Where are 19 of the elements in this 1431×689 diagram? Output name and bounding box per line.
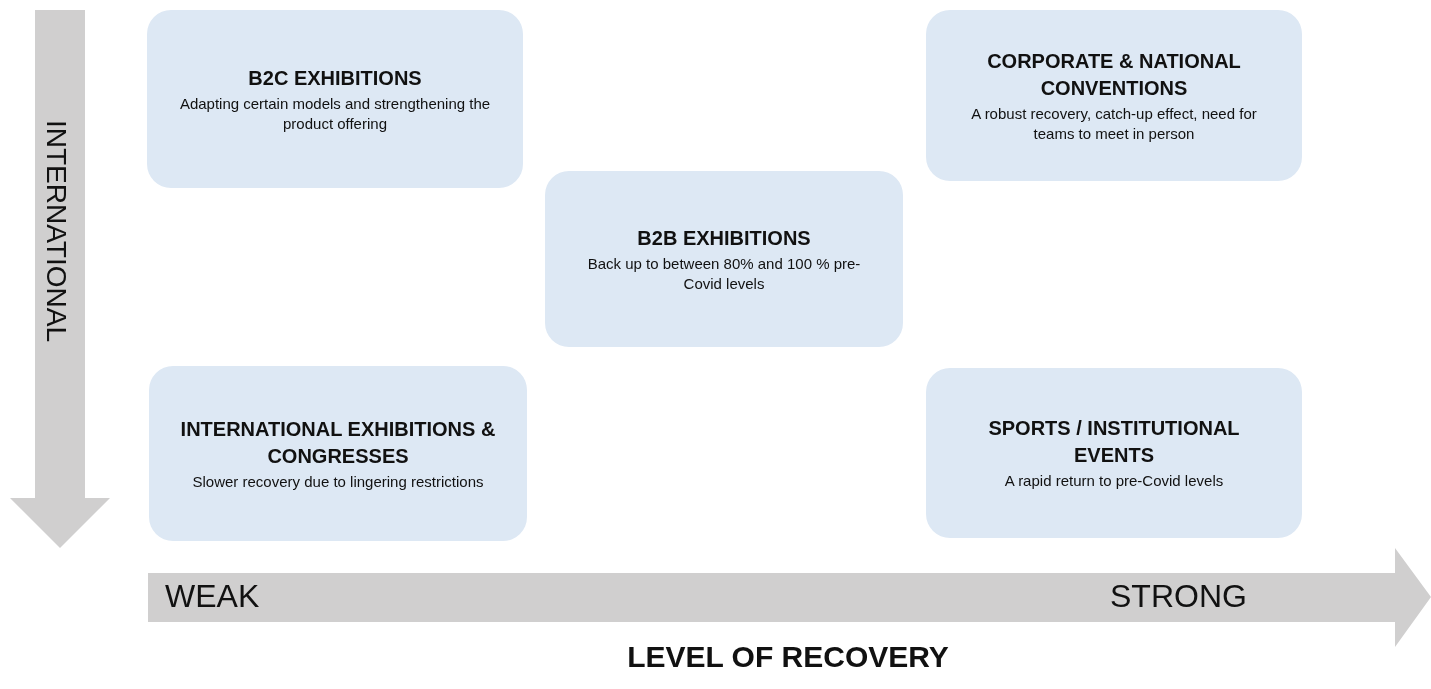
category-box (149, 366, 527, 541)
axis-label: INTERNATIONAL (40, 120, 72, 342)
axis-end-label: WEAK (165, 578, 260, 615)
category-box (926, 10, 1302, 181)
category-box (545, 171, 903, 347)
box-description: A robust recovery, catch-up effect, need for teams to meet in person (970, 103, 1258, 144)
box-heading: B2C EXHIBITIONS (248, 65, 422, 91)
axis-end-label: STRONG (1110, 578, 1247, 615)
box-description: A rapid return to pre-Covid levels (1004, 471, 1224, 491)
box-heading: CORPORATE & NATIONAL CONVENTIONS (986, 48, 1242, 101)
box-description: Adapting certain models and strengthening the product offering (178, 93, 492, 134)
box-heading: SPORTS / INSTITUTIONAL EVENTS (987, 416, 1241, 468)
category-box (926, 368, 1302, 538)
category-box (147, 10, 523, 188)
axis-title: LEVEL OF RECOVERY (626, 640, 950, 674)
box-description: Slower recovery due to lingering restrictions (192, 471, 484, 492)
box-heading: B2B EXHIBITIONS (637, 225, 811, 251)
box-description: Back up to between 80% and 100 % pre-Covid levels (586, 253, 862, 294)
box-heading: INTERNATIONAL EXHIBITIONS & CONGRESSES (179, 416, 497, 469)
